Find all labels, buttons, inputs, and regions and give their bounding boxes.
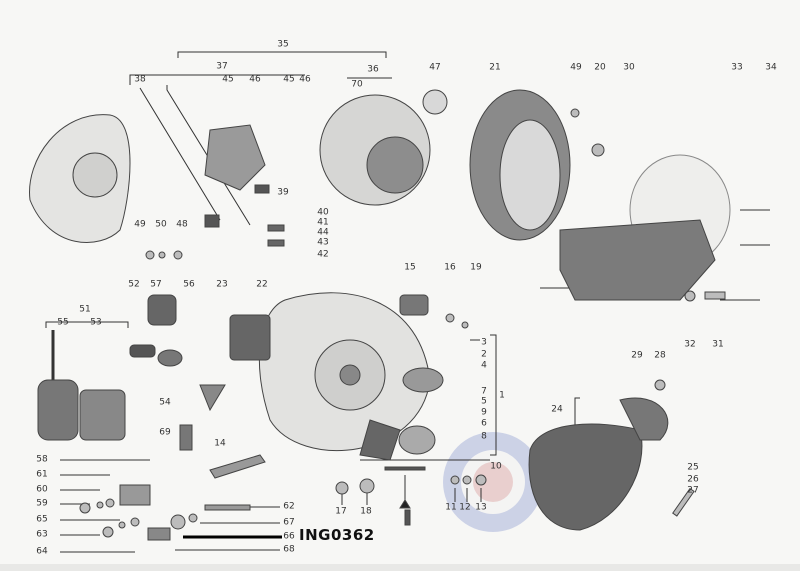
- regulator: [229, 314, 271, 361]
- callout-29: 29: [631, 350, 643, 361]
- callout-42: 42: [317, 249, 329, 260]
- callout-14: 14: [214, 438, 226, 449]
- callout-12: 12: [459, 502, 471, 513]
- callout-58: 58: [36, 454, 48, 465]
- page-bottom-edge: [0, 564, 800, 571]
- callout-54: 54: [159, 397, 171, 408]
- callout-44: 44: [317, 227, 329, 238]
- callout-52: 52: [128, 279, 140, 290]
- callout-11: 11: [445, 502, 457, 513]
- callout-4: 4: [481, 360, 487, 371]
- callout-46: 46: [299, 74, 311, 85]
- callout-68: 68: [283, 544, 295, 555]
- callout-59: 59: [36, 498, 48, 509]
- callout-32: 32: [684, 339, 696, 350]
- part-drawings: [29, 89, 731, 541]
- callout-66: 66: [283, 531, 295, 542]
- part-15: [399, 294, 429, 316]
- callout-64: 64: [36, 546, 48, 557]
- callout-38: 38: [134, 74, 146, 85]
- cooling-shroud: [559, 219, 716, 301]
- callout-43: 43: [317, 237, 329, 248]
- callout-10: 10: [490, 461, 502, 472]
- callout-63: 63: [36, 529, 48, 540]
- stator-plate: [204, 124, 266, 191]
- ignition-coil: [37, 379, 79, 441]
- callout-3: 3: [481, 337, 487, 348]
- callout-17: 17: [335, 506, 347, 517]
- callout-22: 22: [256, 279, 268, 290]
- callout-25: 25: [687, 462, 699, 473]
- callout-49: 49: [134, 219, 146, 230]
- callout-31: 31: [712, 339, 724, 350]
- callout-30: 30: [623, 62, 635, 73]
- callout-45: 45: [283, 74, 295, 85]
- callout-41: 41: [317, 217, 329, 228]
- callout-7: 7: [481, 386, 487, 397]
- callout-5: 5: [481, 396, 487, 407]
- callout-49: 49: [570, 62, 582, 73]
- callout-19: 19: [470, 262, 482, 273]
- callout-51: 51: [79, 304, 91, 315]
- callout-26: 26: [687, 474, 699, 485]
- callout-34: 34: [765, 62, 777, 73]
- callout-67: 67: [283, 517, 295, 528]
- callout-15: 15: [404, 262, 416, 273]
- callout-47: 47: [429, 62, 441, 73]
- callout-61: 61: [36, 469, 48, 480]
- callout-46: 46: [249, 74, 261, 85]
- cap: [422, 89, 448, 115]
- callout-33: 33: [731, 62, 743, 73]
- callout-21: 21: [489, 62, 501, 73]
- callout-27: 27: [687, 485, 699, 496]
- callout-28: 28: [654, 350, 666, 361]
- callout-6: 6: [481, 418, 487, 429]
- callout-48: 48: [176, 219, 188, 230]
- watermark-logo: [443, 432, 543, 532]
- callout-18: 18: [360, 506, 372, 517]
- callout-56: 56: [183, 279, 195, 290]
- callout-55: 55: [57, 317, 69, 328]
- callout-1: 1: [499, 390, 505, 401]
- callout-57: 57: [150, 279, 162, 290]
- callout-45: 45: [222, 74, 234, 85]
- callout-8: 8: [481, 431, 487, 442]
- diagram-code-label: ING0362: [299, 526, 375, 544]
- callout-70: 70: [351, 79, 363, 90]
- callout-36: 36: [367, 64, 379, 75]
- callout-69: 69: [159, 427, 171, 438]
- callout-16: 16: [444, 262, 456, 273]
- callout-50: 50: [155, 219, 167, 230]
- callout-39: 39: [277, 187, 289, 198]
- callout-62: 62: [283, 501, 295, 512]
- muffler: [528, 423, 643, 531]
- callout-35: 35: [277, 39, 289, 50]
- callout-2: 2: [481, 349, 487, 360]
- callout-60: 60: [36, 484, 48, 495]
- callout-37: 37: [216, 61, 228, 72]
- callout-40: 40: [317, 207, 329, 218]
- callout-13: 13: [475, 502, 487, 513]
- callout-20: 20: [594, 62, 606, 73]
- callout-24: 24: [551, 404, 563, 415]
- callout-65: 65: [36, 514, 48, 525]
- leader-lines: [45, 51, 770, 553]
- callout-9: 9: [481, 407, 487, 418]
- callout-23: 23: [216, 279, 228, 290]
- callout-53: 53: [90, 317, 102, 328]
